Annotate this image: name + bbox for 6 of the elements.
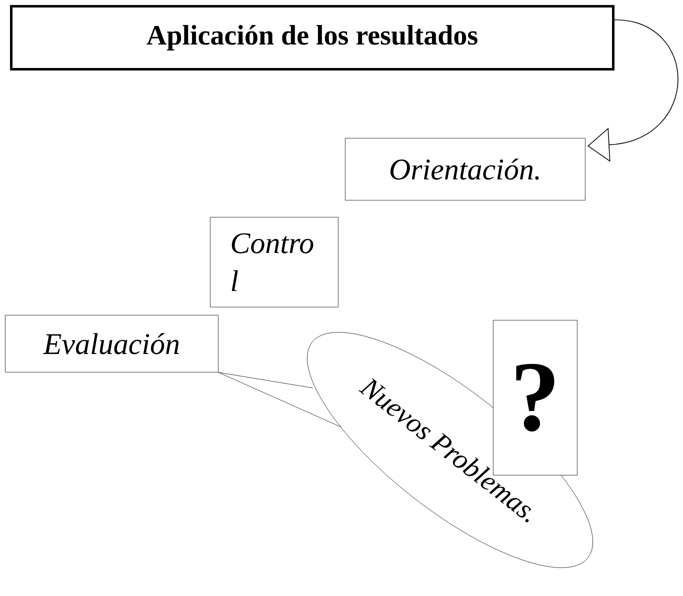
question-box: ? (493, 320, 578, 476)
text-box: Evaluación (5, 315, 218, 372)
text-box: Orientación. (345, 138, 586, 200)
text-box: Contro l (210, 217, 338, 308)
title-box: Aplicación de los resultados (10, 5, 614, 70)
callout-tail (218, 372, 342, 428)
